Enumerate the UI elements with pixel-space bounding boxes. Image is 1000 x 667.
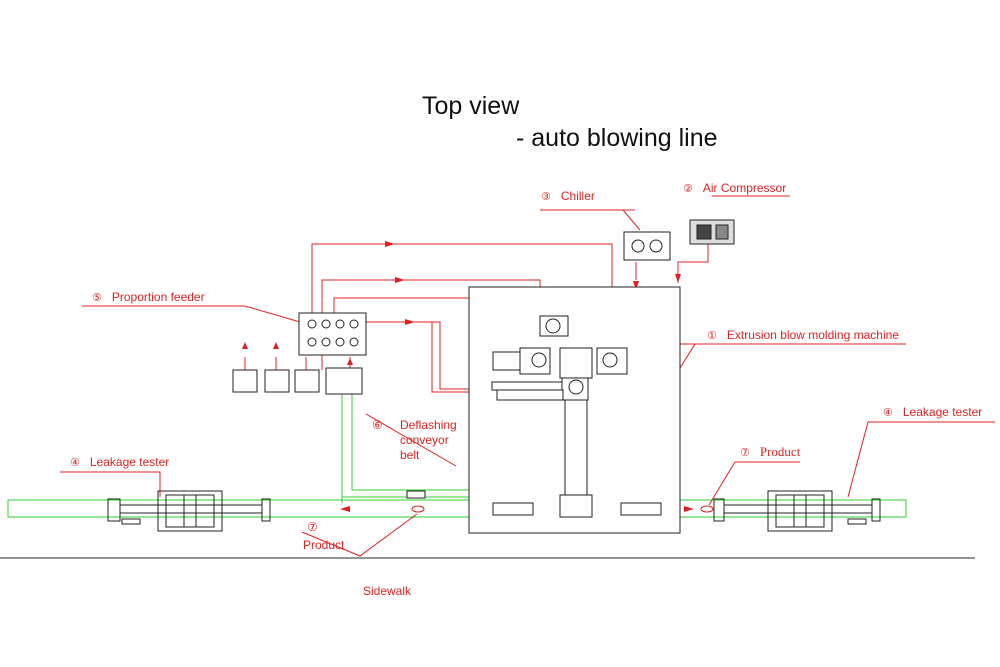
label-extrusion-machine-text: Extrusion blow molding machine	[726, 328, 899, 342]
label-air-compressor: ② Air Compressor	[683, 181, 786, 197]
leakage-tester-right-unit	[713, 490, 881, 532]
label-leakage-tester-right: ④ Leakage tester	[883, 405, 982, 421]
material-lines	[60, 195, 995, 557]
label-leakage-tester-right-text: Leakage tester	[902, 405, 983, 419]
label-extrusion-machine-number: ①	[707, 330, 717, 342]
label-leakage-tester-left-text: Leakage tester	[89, 455, 170, 469]
label-product-right: ⑦ Product	[740, 444, 800, 461]
main-conveyor	[7, 499, 907, 518]
chiller-unit	[623, 231, 671, 261]
label-air-compressor-text: Air Compressor	[702, 181, 787, 195]
proportion-feeder-unit	[298, 312, 367, 356]
label-leakage-tester-left-number: ④	[70, 457, 80, 469]
machine-rollers	[531, 318, 618, 395]
extrusion-machine	[406, 286, 681, 534]
label-deflashing-line3: belt	[400, 448, 420, 462]
label-leakage-tester-left: ④ Leakage tester	[70, 455, 169, 471]
label-product-left-number: ⑦	[307, 520, 318, 534]
label-chiller-number: ③	[541, 191, 551, 203]
label-proportion-feeder-number: ⑤	[92, 292, 102, 304]
feeder-hoppers	[232, 367, 363, 395]
label-proportion-feeder: ⑤ Proportion feeder	[92, 290, 205, 306]
label-product-left-text: Product	[303, 538, 345, 552]
label-deflashing-number: ⑥	[372, 418, 383, 432]
label-product-right-number: ⑦	[740, 447, 750, 459]
label-sidewalk: Sidewalk	[363, 584, 412, 598]
diagram-title-line1: Top view	[422, 92, 520, 120]
label-extrusion-machine: ① Extrusion blow molding machine	[707, 328, 899, 344]
label-proportion-feeder-text: Proportion feeder	[111, 290, 205, 304]
air-compressor-unit	[689, 219, 735, 245]
label-chiller-text: Chiller	[560, 189, 595, 203]
label-leakage-tester-right-number: ④	[883, 407, 893, 419]
diagram-title-line2: - auto blowing line	[516, 124, 718, 152]
product-markers	[411, 505, 714, 513]
leakage-tester-left-unit	[107, 490, 271, 532]
label-chiller: ③ Chiller	[541, 189, 595, 205]
label-deflashing-line1: Deflashing	[400, 418, 457, 432]
label-deflashing-line2: conveyor	[400, 433, 449, 447]
label-product-right-text: Product	[759, 444, 801, 459]
label-air-compressor-number: ②	[683, 183, 693, 195]
